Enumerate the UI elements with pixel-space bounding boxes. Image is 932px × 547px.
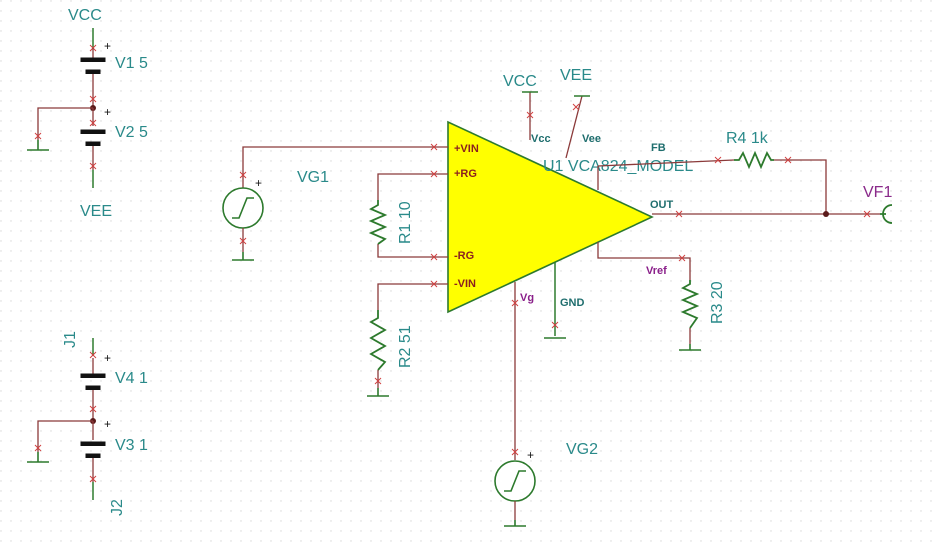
pin-rg-plus: +RG (454, 168, 477, 180)
battery-v3-label: V3 1 (115, 437, 148, 454)
net-label-vee-amp: VEE (560, 67, 592, 84)
pin-vee: Vee (582, 133, 601, 145)
amplifier-name: U1 VCA824_MODEL (543, 158, 693, 175)
amplifier-triangle[interactable] (447, 120, 654, 314)
battery-v1[interactable] (80, 57, 106, 74)
signal-source-vg2-label: VG2 (566, 441, 598, 458)
probe-vf1-icon[interactable] (880, 204, 893, 224)
probe-vf1-label: VF1 (863, 184, 892, 201)
signal-source-vg2[interactable]: + (494, 448, 536, 527)
svg-text:+: + (104, 39, 111, 53)
pin-gnd: GND (560, 297, 585, 309)
resistor-r4[interactable] (734, 150, 774, 170)
ground-symbol (27, 452, 49, 463)
resistor-r1-label: R1 10 (397, 201, 414, 244)
resistor-r3-label: R3 20 (709, 281, 726, 324)
battery-v4-label: V4 1 (115, 370, 148, 387)
resistor-r3[interactable] (680, 280, 700, 329)
svg-text:+: + (255, 176, 262, 190)
svg-text:+: + (527, 448, 534, 462)
net-label-j1: J1 (62, 331, 79, 348)
net-label-vee-left: VEE (80, 203, 112, 220)
battery-stack-bottom: J1 + V4 1 + V3 1 J2 (27, 331, 148, 516)
battery-v2-label: V2 5 (115, 124, 148, 141)
junction-dot (823, 211, 829, 217)
resistor-r2-label: R2 51 (397, 325, 414, 368)
pin-out: OUT (650, 199, 674, 211)
signal-source-vg1[interactable]: + (222, 176, 264, 261)
svg-text:+: + (104, 351, 111, 365)
pin-vref: Vref (646, 265, 667, 277)
vca824-amplifier[interactable]: U1 VCA824_MODEL +VIN +RG -RG -VIN Vcc Ve… (447, 120, 693, 314)
net-label-j2: J2 (109, 499, 126, 516)
battery-stack-top: VCC + V1 5 + V2 5 VEE (27, 7, 148, 220)
svg-text:+: + (104, 417, 111, 431)
pin-vin-minus: -VIN (454, 278, 476, 290)
ground-symbol (27, 140, 49, 151)
pin-rg-minus: -RG (454, 250, 474, 262)
signal-source-vg1-label: VG1 (297, 169, 329, 186)
amplifier-wiring (239, 91, 880, 460)
pin-vg: Vg (520, 292, 534, 304)
battery-v2[interactable] (80, 129, 106, 146)
resistor-r1[interactable] (368, 200, 388, 245)
resistor-r2[interactable] (369, 310, 387, 371)
net-label-vcc-amp: VCC (503, 73, 537, 90)
net-label-vcc-top: VCC (68, 7, 102, 24)
svg-text:+: + (104, 105, 111, 119)
pin-vin-plus: +VIN (454, 143, 479, 155)
battery-v1-label: V1 5 (115, 55, 148, 72)
battery-v3[interactable] (80, 441, 106, 458)
pin-vcc: Vcc (531, 133, 551, 145)
resistor-r4-label: R4 1k (726, 130, 769, 147)
pin-fb: FB (651, 142, 666, 154)
battery-v4[interactable] (80, 373, 106, 390)
